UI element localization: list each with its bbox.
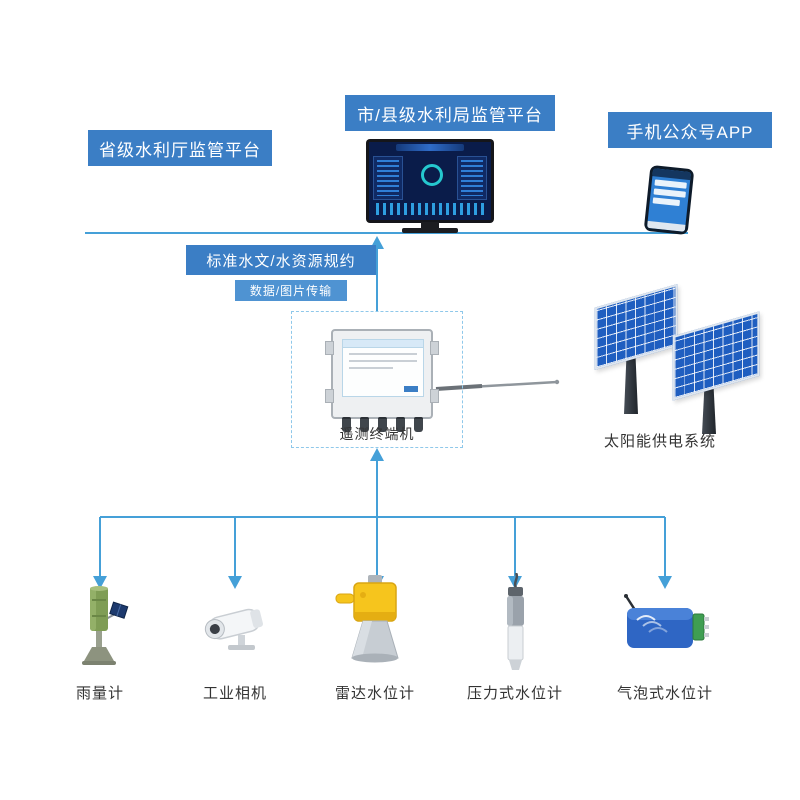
rtu-screen [342,339,424,397]
rtu-dashed-zone [291,311,463,448]
bubble-level-meter-image [624,594,709,648]
dashboard-title-bar [395,144,465,152]
radar-level-meter-image [335,575,399,663]
rtu-antenna [435,379,560,391]
dashboard-left-panel [372,156,403,201]
rtu-device [325,329,439,432]
rain-gauge-image [82,586,129,665]
dashboard-right-panel [457,156,488,201]
dashboard-donut-chart [421,163,444,186]
label-industrial-camera: 工业相机 [202,685,267,702]
pressure-level-meter-image [507,573,524,670]
dashboard-monitor [366,139,494,223]
label-pressure-level-meter: 压力式水位计 [466,685,563,702]
rtu-cable-glands [333,417,431,432]
dashboard-bar-chart [376,202,484,216]
label-bubble-level-meter: 气泡式水位计 [616,685,713,702]
label-rain-gauge: 雨量计 [75,685,124,702]
smartphone-screen [646,168,692,232]
label-data-transmission: 数据/图片传输 [235,280,347,301]
dashboard-screen [369,142,491,220]
label-solar-system: 太阳能供电系统 [603,433,716,450]
label-protocol: 标准水文/水资源规约 [186,245,376,275]
label-city-platform: 市/县级水利局监管平台 [345,95,555,131]
monitor-stand-base [402,228,458,233]
smartphone [643,164,695,236]
label-mobile-app: 手机公众号APP [608,112,772,148]
label-rtu: 遥测终端机 [339,426,415,442]
monitor-stand-neck [421,222,439,229]
label-provincial-platform: 省级水利厅监管平台 [88,130,272,166]
smartphone-navbar [646,220,686,232]
smartphone-statusbar [652,168,692,181]
industrial-camera-image [204,608,263,650]
label-radar-level-meter: 雷达水位计 [334,685,415,702]
